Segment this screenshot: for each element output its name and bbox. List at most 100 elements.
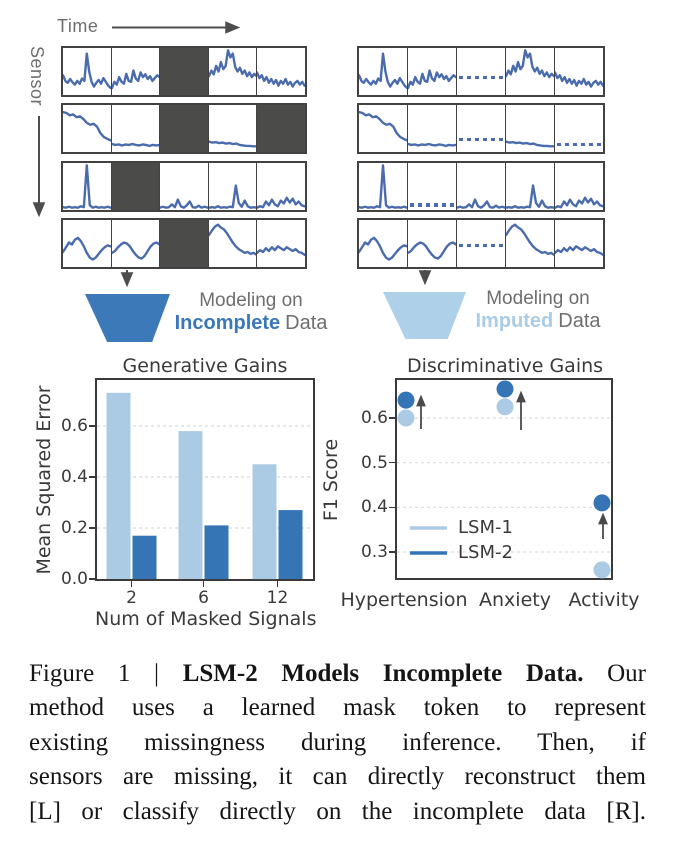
imputed-cell <box>555 105 603 152</box>
incomplete-model-funnel <box>85 294 170 342</box>
caption-text: Our <box>583 660 647 687</box>
signal-cell <box>506 220 555 267</box>
signal-cell <box>257 163 305 210</box>
scatter-ytick-mark <box>389 551 395 553</box>
signal-cell <box>555 48 603 95</box>
signal-cell <box>209 48 258 95</box>
scatter-ytick-label: 0.4 <box>360 497 388 518</box>
scatter-ytick-label: 0.6 <box>360 407 388 428</box>
signal-cell <box>209 220 258 267</box>
scatter-ytick-label: 0.5 <box>360 452 388 473</box>
scatter-category-label: Anxiety <box>479 589 551 611</box>
legend-label-LSM-1: LSM-1 <box>458 517 513 538</box>
scatter-ytick-mark <box>389 506 395 509</box>
scatter-category-label: Hypertension <box>340 589 468 611</box>
bar-ytick-mark <box>89 527 95 529</box>
sensor-signal <box>359 163 407 210</box>
signal-row <box>61 218 307 269</box>
bar-lsm1-12 <box>252 464 277 580</box>
imputed-cell <box>457 105 506 152</box>
sensor-signal <box>506 48 554 95</box>
bar-xtick-mark <box>276 581 279 587</box>
sensor-signal <box>63 163 111 210</box>
sensor-signal <box>359 105 407 152</box>
caption-bold-text: LSM-2 Models Incomplete Data. <box>182 660 584 687</box>
sensor-signal <box>555 48 603 95</box>
modeling-on-text: Modeling on <box>486 288 590 309</box>
caption-line: existing missingness during inference. T… <box>29 726 646 760</box>
sensor-signal <box>408 105 456 152</box>
bar-xtick-label: 6 <box>198 588 209 608</box>
sensor-signal <box>112 48 160 95</box>
bar-xtick-mark <box>130 581 133 587</box>
scatter-ytick-mark <box>389 461 395 464</box>
sensor-signal <box>408 48 456 95</box>
bar-ytick-mark <box>89 578 95 580</box>
bar-xtick-label: 12 <box>266 588 289 608</box>
bar-lsm2-2 <box>132 535 157 579</box>
signal-cell <box>209 163 258 210</box>
scatter-chart-ylabel: F1 Score <box>320 438 342 522</box>
dot-LSM-1-Anxiety <box>496 398 514 416</box>
scatter-ytick-mark <box>389 417 395 419</box>
scatter-category-label: Activity <box>568 589 640 611</box>
imputed-highlight: Imputed <box>475 310 554 332</box>
bar-xtick-mark <box>202 581 205 587</box>
sensor-signal <box>257 163 305 210</box>
signal-cell <box>112 48 161 95</box>
sensor-signal <box>209 48 257 95</box>
signal-cell <box>408 220 457 267</box>
signal-cell <box>359 163 408 210</box>
signal-cell <box>555 163 603 210</box>
sensor-axis-label: Sensor <box>27 46 47 107</box>
imputed-dotted-line <box>410 203 454 207</box>
time-axis-label: Time <box>57 16 99 36</box>
imputed-dotted-line <box>459 243 503 248</box>
sensor-signal <box>257 220 305 267</box>
sensor-signal <box>506 220 554 267</box>
signal-cell <box>209 105 258 152</box>
bar-ytick-label: 0.6 <box>60 416 88 436</box>
caption-text: [L] or classify directly on the incomple… <box>29 797 646 825</box>
masked-cell <box>160 105 209 152</box>
imputed-cell <box>457 220 506 267</box>
modeling-on-text: Modeling on <box>199 290 303 311</box>
scatter-ytick-label: 0.3 <box>360 542 388 562</box>
imputed-cell <box>457 48 506 95</box>
bar-lsm2-12 <box>278 510 303 579</box>
signal-cell <box>63 48 112 95</box>
scatter-chart-canvas <box>397 380 611 579</box>
sensor-signal <box>63 220 111 267</box>
signal-cell <box>160 163 209 210</box>
bar-lsm1-6 <box>178 431 203 579</box>
sensor-signal <box>112 105 160 152</box>
bar-ytick-label: 0.2 <box>60 518 88 538</box>
sensor-signal <box>63 105 111 152</box>
signal-cell <box>112 220 161 267</box>
scatter-chart-title: Discriminative Gains <box>406 355 604 377</box>
signal-row <box>61 161 307 212</box>
signal-cell <box>63 105 112 152</box>
caption-text: sensors are missing, it can directly rec… <box>29 763 646 791</box>
imputed-dotted-line <box>459 75 503 80</box>
bar-chart-plot-area <box>95 378 315 581</box>
signal-cell <box>63 220 112 267</box>
sensor-signal <box>359 220 407 267</box>
bar-ytick-mark <box>89 476 95 478</box>
signal-cell <box>506 48 555 95</box>
bar-ytick-mark <box>89 425 95 427</box>
masked-cell <box>111 163 161 210</box>
sensor-signal <box>359 48 407 95</box>
signal-cell <box>506 163 555 210</box>
signal-row <box>357 46 605 97</box>
signal-cell <box>257 220 305 267</box>
caption-text: method uses a learned mask token to repr… <box>29 694 646 722</box>
dot-LSM-1-Hypertension <box>397 409 415 427</box>
imputed-cell <box>408 163 457 210</box>
bar-chart-title: Generative Gains <box>122 355 288 377</box>
sensor-signal <box>112 220 160 267</box>
legend-label-LSM-2: LSM-2 <box>458 542 513 563</box>
sensor-signal <box>63 48 111 95</box>
